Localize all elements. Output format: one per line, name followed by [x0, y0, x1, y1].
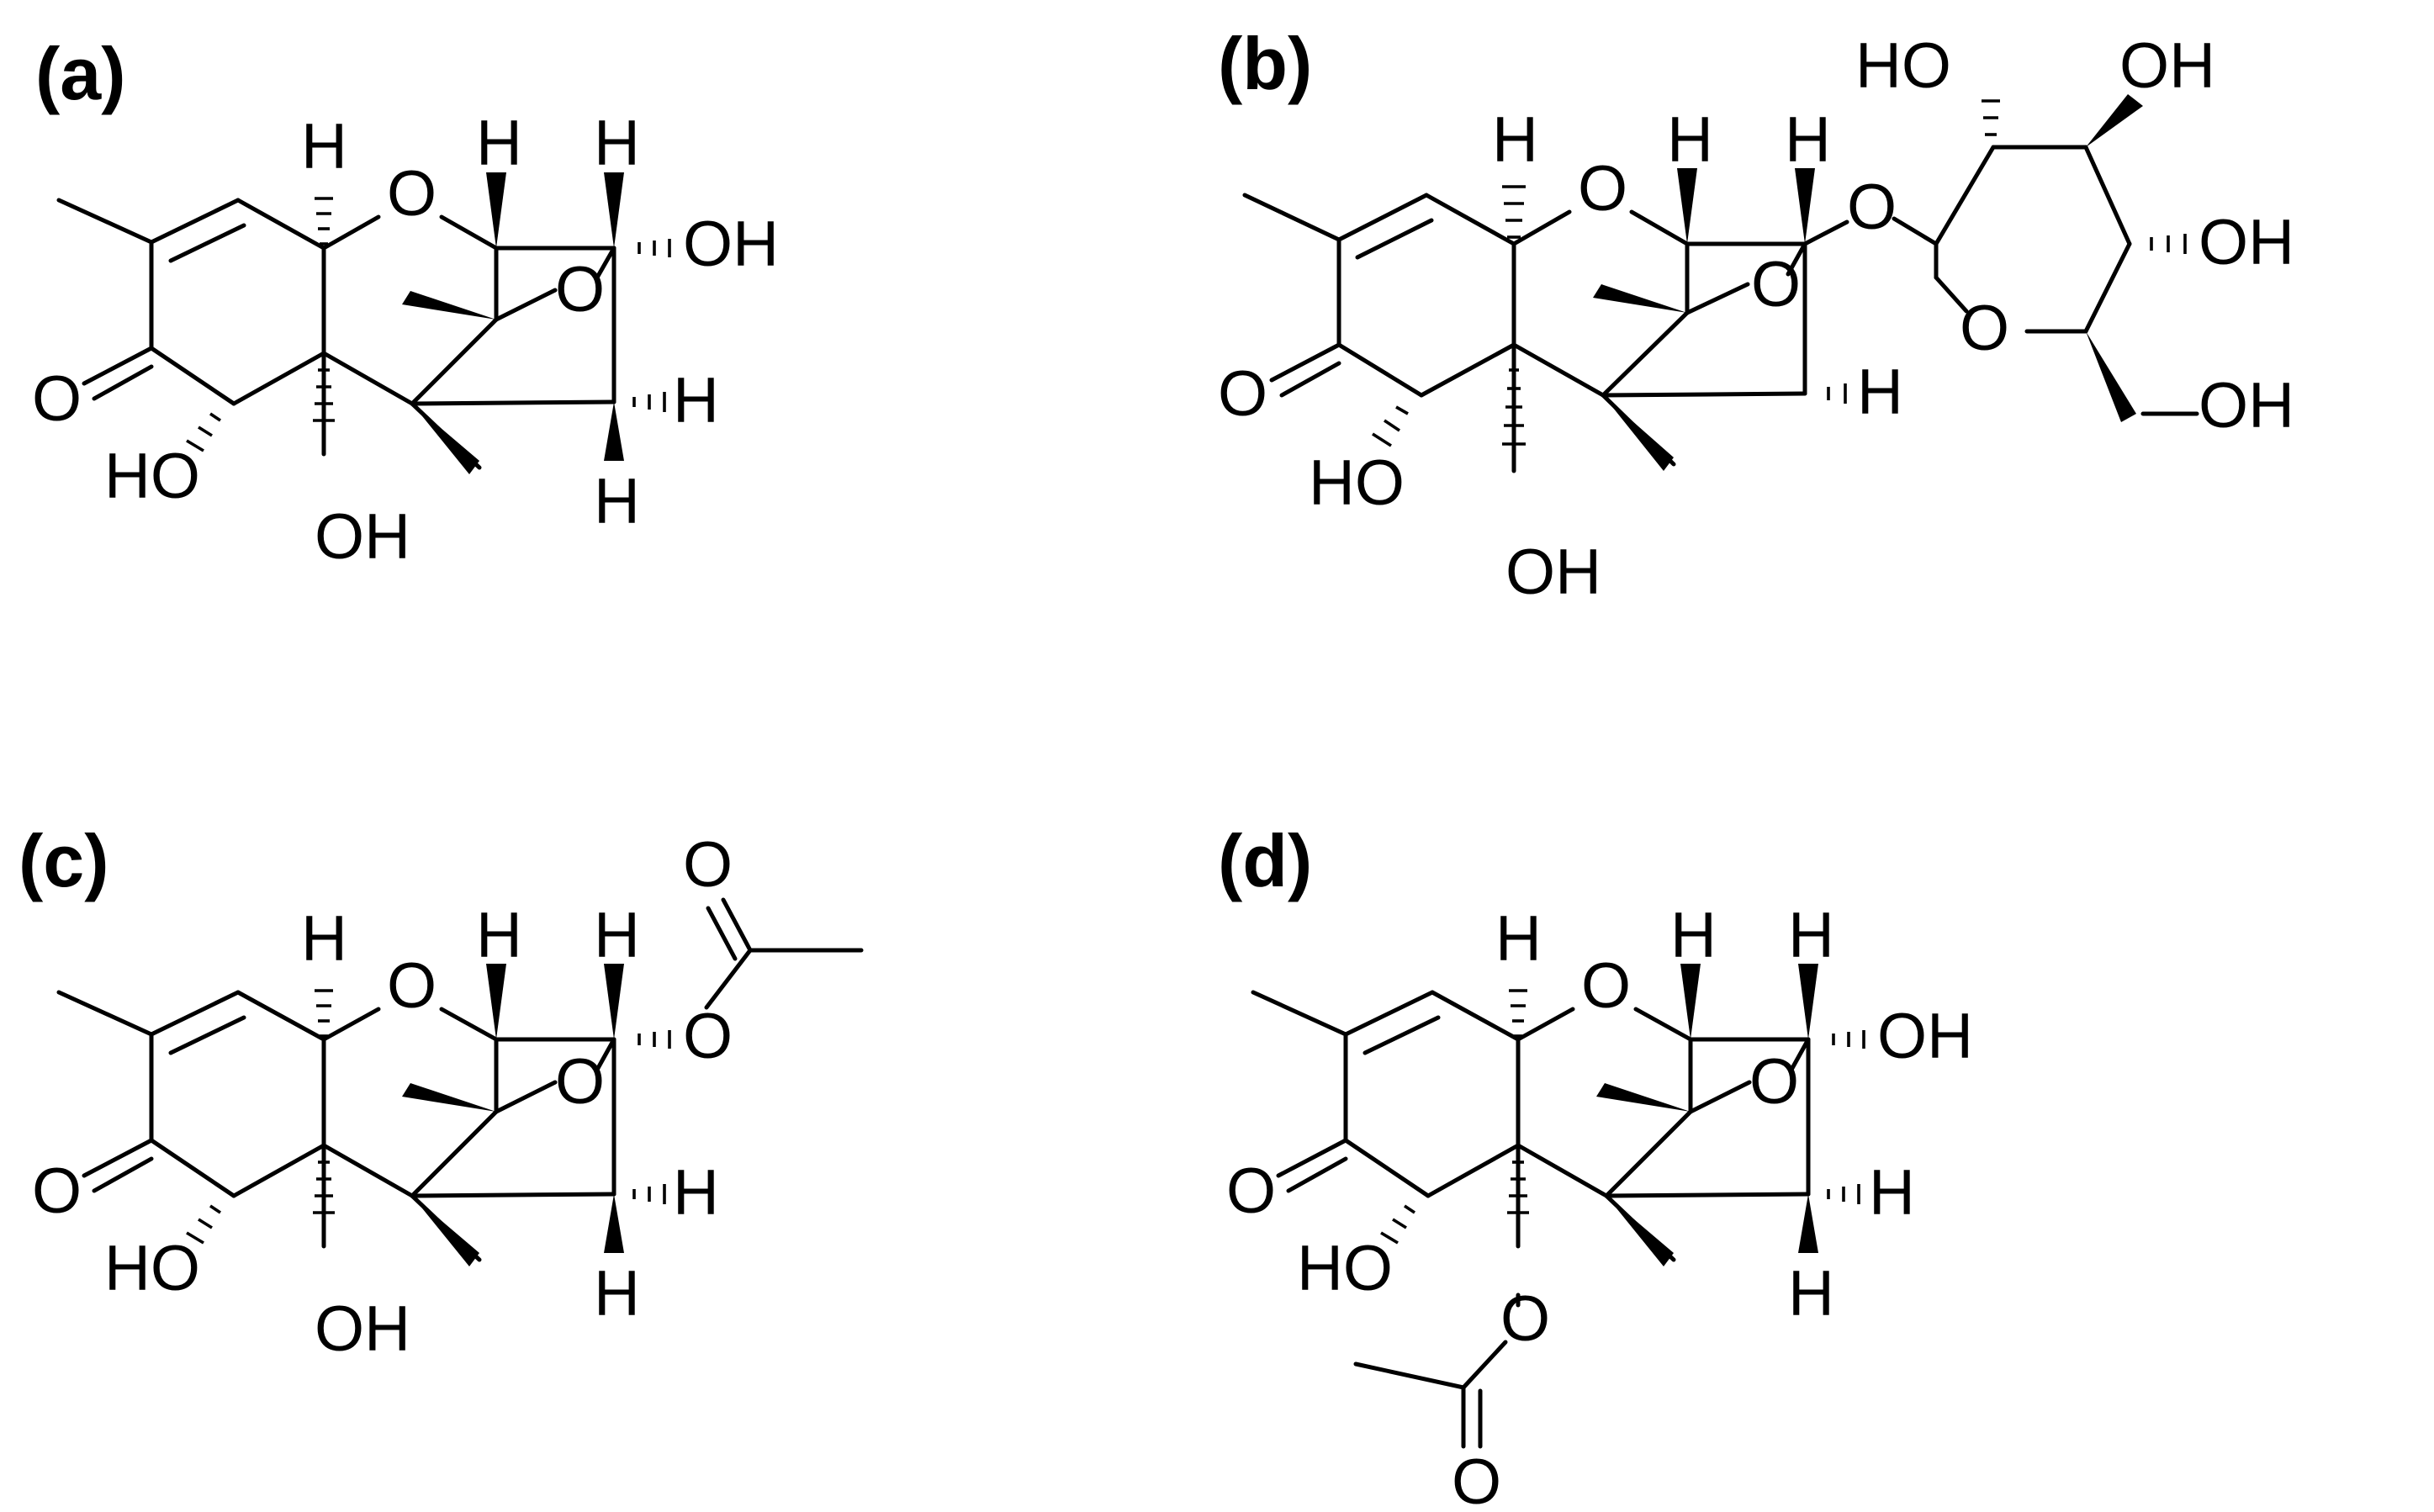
atom-h-d3: H	[1788, 900, 1834, 971]
atom-oh-c15-c: OH	[315, 1293, 410, 1365]
atom-o-keto-a: O	[32, 363, 82, 435]
atom-oh-c15-a: OH	[315, 501, 410, 573]
panel-label-a: (a)	[35, 32, 126, 115]
structure-c: (c)	[19, 819, 864, 1365]
atom-h-a3: H	[594, 108, 640, 179]
atom-o-ring-d: O	[1581, 950, 1631, 1022]
atom-h-c1: H	[301, 903, 347, 975]
atom-o-carbonyl-d: O	[1452, 1446, 1501, 1512]
atom-o-ring-c: O	[387, 950, 437, 1022]
atom-o-ring-a: O	[387, 158, 437, 230]
atom-h-c5: H	[594, 1258, 640, 1330]
atom-o-epoxide-c: O	[555, 1046, 605, 1118]
atom-o-epoxide-b: O	[1751, 249, 1801, 320]
atom-h-d4: H	[1869, 1157, 1915, 1229]
panel-label-b: (b)	[1218, 22, 1312, 105]
atom-oh-c15-b: OH	[1505, 537, 1601, 608]
atom-sugar-ho-top-b: HO	[1855, 30, 1951, 102]
atom-o-ester-c: O	[683, 1001, 733, 1072]
atom-ho-c7-a: HO	[104, 441, 200, 512]
structure-a: (a)	[32, 32, 779, 573]
atom-h-d2: H	[1670, 900, 1717, 971]
atom-o-epoxide-a: O	[555, 254, 605, 325]
atom-o-keto-c: O	[32, 1155, 82, 1227]
atom-sugar-oh-right-b: OH	[2199, 207, 2294, 278]
atom-o-ester-d: O	[1500, 1283, 1550, 1355]
structure-d: (d)	[1218, 819, 1973, 1512]
atom-sugar-oh-ch2-b: OH	[2199, 370, 2294, 441]
atom-h-b4: H	[1857, 357, 1903, 428]
atom-h-a1: H	[301, 111, 347, 182]
panel-label-c: (c)	[19, 819, 109, 902]
atom-h-b2: H	[1667, 104, 1713, 176]
atom-h-d1: H	[1495, 903, 1542, 975]
structure-b: (b)	[1218, 22, 2294, 608]
atom-h-a5: H	[594, 466, 640, 537]
atom-oh-c3-d: OH	[1877, 1001, 1973, 1072]
atom-oh-c3-a: OH	[683, 209, 779, 280]
atom-sugar-oh-top-b: OH	[2119, 30, 2215, 102]
atom-o-keto-d: O	[1226, 1155, 1276, 1227]
atom-o-ring-b: O	[1578, 153, 1627, 225]
atom-h-c4: H	[673, 1157, 719, 1229]
atom-o-carbonyl-c: O	[683, 829, 733, 901]
atom-h-b1: H	[1492, 104, 1538, 176]
atom-ho-c7-d: HO	[1297, 1233, 1393, 1304]
atom-h-c3: H	[594, 900, 640, 971]
atom-o-link-b: O	[1847, 172, 1897, 243]
panel-label-d: (d)	[1218, 819, 1312, 902]
atom-ho-c7-c: HO	[104, 1233, 200, 1304]
atom-h-a2: H	[476, 108, 522, 179]
atom-h-b3: H	[1785, 104, 1831, 176]
atom-h-a4: H	[673, 365, 719, 436]
atom-o-keto-b: O	[1218, 358, 1267, 430]
atom-o-epoxide-d: O	[1749, 1046, 1799, 1118]
atom-sugar-o-ring-b: O	[1960, 293, 2009, 364]
atom-h-c2: H	[476, 900, 522, 971]
atom-ho-c7-b: HO	[1309, 447, 1405, 519]
atom-h-d5: H	[1788, 1258, 1834, 1330]
